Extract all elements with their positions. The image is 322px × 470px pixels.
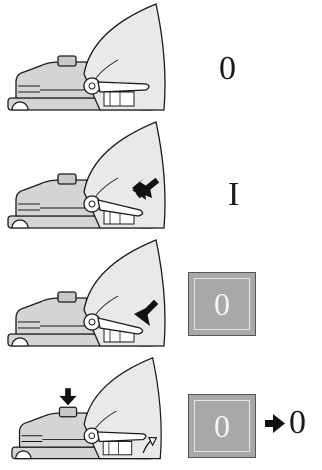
device-illustration xyxy=(0,118,175,240)
state-badge: 0 xyxy=(188,272,256,336)
result-label: 0 xyxy=(289,406,306,440)
press-down-arrow-icon xyxy=(59,388,76,405)
state-label: I xyxy=(228,178,239,212)
state-badge: 0 xyxy=(188,394,256,458)
device-illustration xyxy=(0,0,175,122)
step-3-pressed: 0 xyxy=(0,236,322,358)
device-illustration xyxy=(0,354,175,470)
step-1-off: 0 xyxy=(0,0,322,122)
step-4-reset: 0 0 xyxy=(0,354,322,470)
device-illustration xyxy=(0,236,175,358)
step-2-on: I xyxy=(0,118,322,236)
state-label: 0 xyxy=(219,52,236,86)
right-arrow-icon xyxy=(264,412,286,434)
